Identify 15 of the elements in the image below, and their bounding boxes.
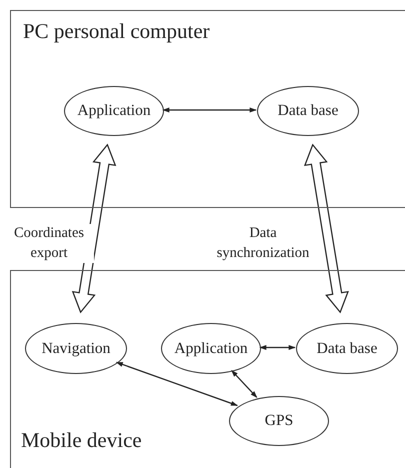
container-title: Mobile device xyxy=(21,428,142,453)
hollow-double-arrow xyxy=(304,144,349,314)
ellipse-node: Application xyxy=(161,323,261,374)
ellipse-node: Data base xyxy=(296,323,398,374)
ellipse-node: Navigation xyxy=(25,323,127,374)
arrow xyxy=(116,362,238,406)
container-title: PC personal computer xyxy=(23,19,210,44)
ellipse-node: Application xyxy=(64,86,164,136)
ellipse-node: Data base xyxy=(257,86,359,136)
arrow xyxy=(231,370,258,398)
arrow xyxy=(259,345,296,350)
arrow xyxy=(162,108,257,112)
container-box xyxy=(10,10,405,208)
ellipse-node: GPS xyxy=(229,396,329,446)
container-box xyxy=(10,270,405,468)
